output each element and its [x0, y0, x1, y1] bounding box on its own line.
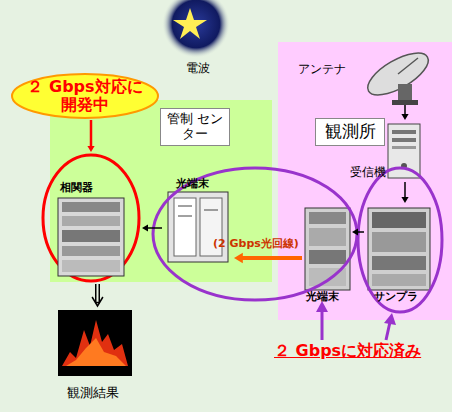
node-label: 管制 センター	[160, 108, 230, 146]
arrow-head	[401, 197, 408, 203]
node-label: ２ Gbps対応に 開発中	[25, 78, 145, 115]
node-label: 相関器	[60, 182, 93, 195]
connector-line	[90, 120, 93, 147]
arrow-head	[87, 146, 94, 152]
observatory-area: 観測所 アンテナ受信機光端末 サンプラ	[278, 42, 452, 320]
node-label: サンプラ	[374, 291, 418, 304]
group-loop	[153, 168, 357, 300]
result-node: 観測結果	[55, 306, 140, 406]
optical-terminal-node: 光端末	[302, 203, 352, 306]
receiver-computer	[388, 124, 420, 178]
node-label: 観測結果	[67, 386, 119, 401]
arrow-head	[234, 253, 243, 264]
node-label: アンテナ	[298, 63, 346, 77]
node-ellipse	[12, 74, 158, 118]
leader-arrow	[386, 322, 390, 340]
arrow-head	[384, 313, 396, 325]
antenna-dish	[362, 45, 435, 105]
connector-line	[404, 182, 406, 198]
node-ellipse	[43, 155, 139, 281]
optical-terminal-rack	[305, 208, 350, 290]
arrow-head	[352, 228, 358, 235]
node-label: 受信機	[350, 166, 386, 180]
wave-label: 電波	[186, 62, 210, 76]
callout-ellipse: ２ Gbps対応に 開発中	[10, 72, 160, 120]
edge-label: (2 Gbps光回線)	[213, 238, 299, 251]
connector-line	[404, 105, 406, 115]
arrow-head	[142, 224, 148, 231]
arrow-head	[401, 114, 408, 120]
optical-terminal-rack	[168, 192, 228, 262]
node-label: 光端末	[176, 178, 209, 191]
leader-arrow	[321, 310, 324, 340]
arrow-head	[92, 297, 103, 306]
sampler-rack	[368, 208, 430, 290]
status-note: ２ Gbpsに対応済み	[274, 342, 421, 360]
node-label: 観測所	[315, 118, 385, 146]
connector-line	[147, 227, 162, 229]
optical-terminal-node: 光端末	[162, 178, 234, 268]
node-outline	[40, 152, 142, 284]
connector-line	[357, 231, 364, 233]
antenna-node: アンテナ	[290, 55, 440, 105]
star	[173, 8, 207, 39]
connector-line	[95, 284, 100, 303]
connector-line	[241, 256, 302, 260]
group-loop	[358, 168, 442, 312]
control-center-area: 管制 センター相関器 光端末	[50, 100, 272, 282]
sampler-node: サンプラ	[364, 203, 434, 306]
node-label: 光端末	[306, 291, 339, 304]
correlator-node: 相関器	[40, 152, 142, 284]
connector-line	[97, 284, 99, 302]
night-sky	[162, 0, 230, 58]
result-plot	[58, 310, 132, 376]
arrow-head	[316, 301, 328, 312]
correlator-rack	[58, 198, 124, 276]
